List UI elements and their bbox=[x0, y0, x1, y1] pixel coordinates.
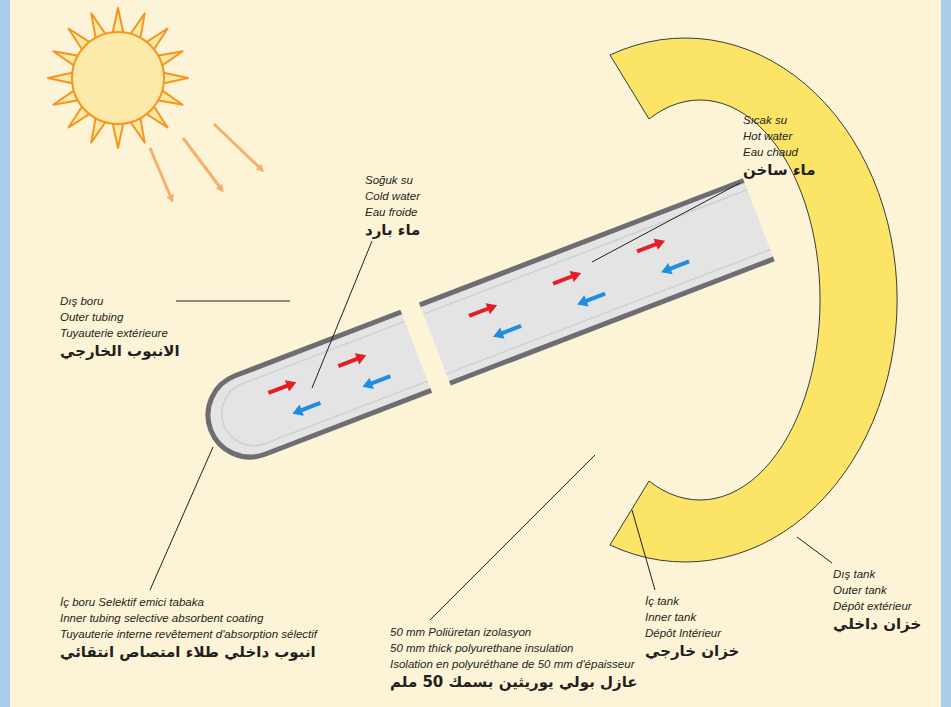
sun-ray bbox=[112, 122, 123, 148]
outer-tubing-label: Outer tubing bbox=[60, 309, 123, 325]
hot-flow-arrow bbox=[551, 267, 583, 289]
cold-water-label: Soğuk su bbox=[365, 172, 413, 188]
inner-tubing-label: İç boru Selektif emici tabaka bbox=[60, 594, 204, 610]
insulation-label: Isolation en polyuréthane de 50 mm d'épa… bbox=[390, 656, 635, 672]
hot-water-label: ماء ساخن bbox=[743, 161, 816, 179]
hot-water-label: Sıcak su bbox=[743, 112, 787, 128]
inner-tank-label: Dépôt Intérieur bbox=[645, 625, 721, 641]
insulation-label: 50 mm Poliüretan izolasyon bbox=[390, 624, 531, 640]
frame-strip bbox=[941, 0, 951, 707]
outer-tank-label: خزان داخلي bbox=[833, 615, 921, 633]
sun-ray-arrows bbox=[150, 124, 262, 200]
evacuated-tube bbox=[196, 180, 774, 469]
cold-flow-arrow bbox=[575, 288, 607, 310]
inner-tubing-label: Tuyauterie interne revêtement d'absorpti… bbox=[60, 626, 317, 642]
cold-water-label: Eau froide bbox=[365, 204, 417, 220]
cold-flow-arrow bbox=[290, 397, 322, 419]
hot-flow-arrow bbox=[266, 377, 298, 399]
inner-tubing-label: انبوب داخلي طلاء امتصاص انتقائي bbox=[60, 643, 316, 661]
frame-strip bbox=[0, 0, 10, 707]
hot-water-label: Eau chaud bbox=[743, 144, 798, 160]
inner-tank-label: İç tank bbox=[645, 593, 679, 609]
cold-flow-arrow bbox=[659, 256, 691, 278]
sun bbox=[48, 8, 188, 148]
outer-tank-label: Dış tank bbox=[833, 566, 875, 582]
sun-ray bbox=[112, 8, 123, 34]
insulation-label: 50 mm thick polyurethane insulation bbox=[390, 640, 573, 656]
inner-tank-label: خزان خارجي bbox=[645, 642, 739, 660]
outer-tubing-label: الانبوب الخارجي bbox=[60, 342, 180, 360]
hot-flow-arrow bbox=[467, 300, 499, 322]
sun-ray bbox=[48, 72, 74, 83]
hot-flow-arrow bbox=[336, 350, 368, 372]
hot-flow-arrow bbox=[635, 235, 667, 257]
leader-lines bbox=[150, 183, 832, 620]
outer-tank-label: Outer tank bbox=[833, 582, 887, 598]
cold-flow-arrow bbox=[360, 371, 392, 393]
cold-water-label: ماء بارد bbox=[365, 221, 420, 239]
outer-tubing-label: Dış boru bbox=[60, 293, 103, 309]
hot-water-label: Hot water bbox=[743, 128, 792, 144]
inner-tank-label: Inner tank bbox=[645, 609, 696, 625]
outer-tubing-label: Tuyauterie extérieure bbox=[60, 325, 168, 341]
outer-tank-label: Dépôt extérieur bbox=[833, 598, 912, 614]
sun-ray bbox=[162, 72, 188, 83]
inner-tubing-label: Inner tubing selective absorbent coating bbox=[60, 610, 263, 626]
cold-water-label: Cold water bbox=[365, 188, 420, 204]
cold-flow-arrow bbox=[491, 320, 523, 342]
insulation-label: عازل بولي يوريثين بسمك 50 ملم bbox=[390, 673, 638, 691]
